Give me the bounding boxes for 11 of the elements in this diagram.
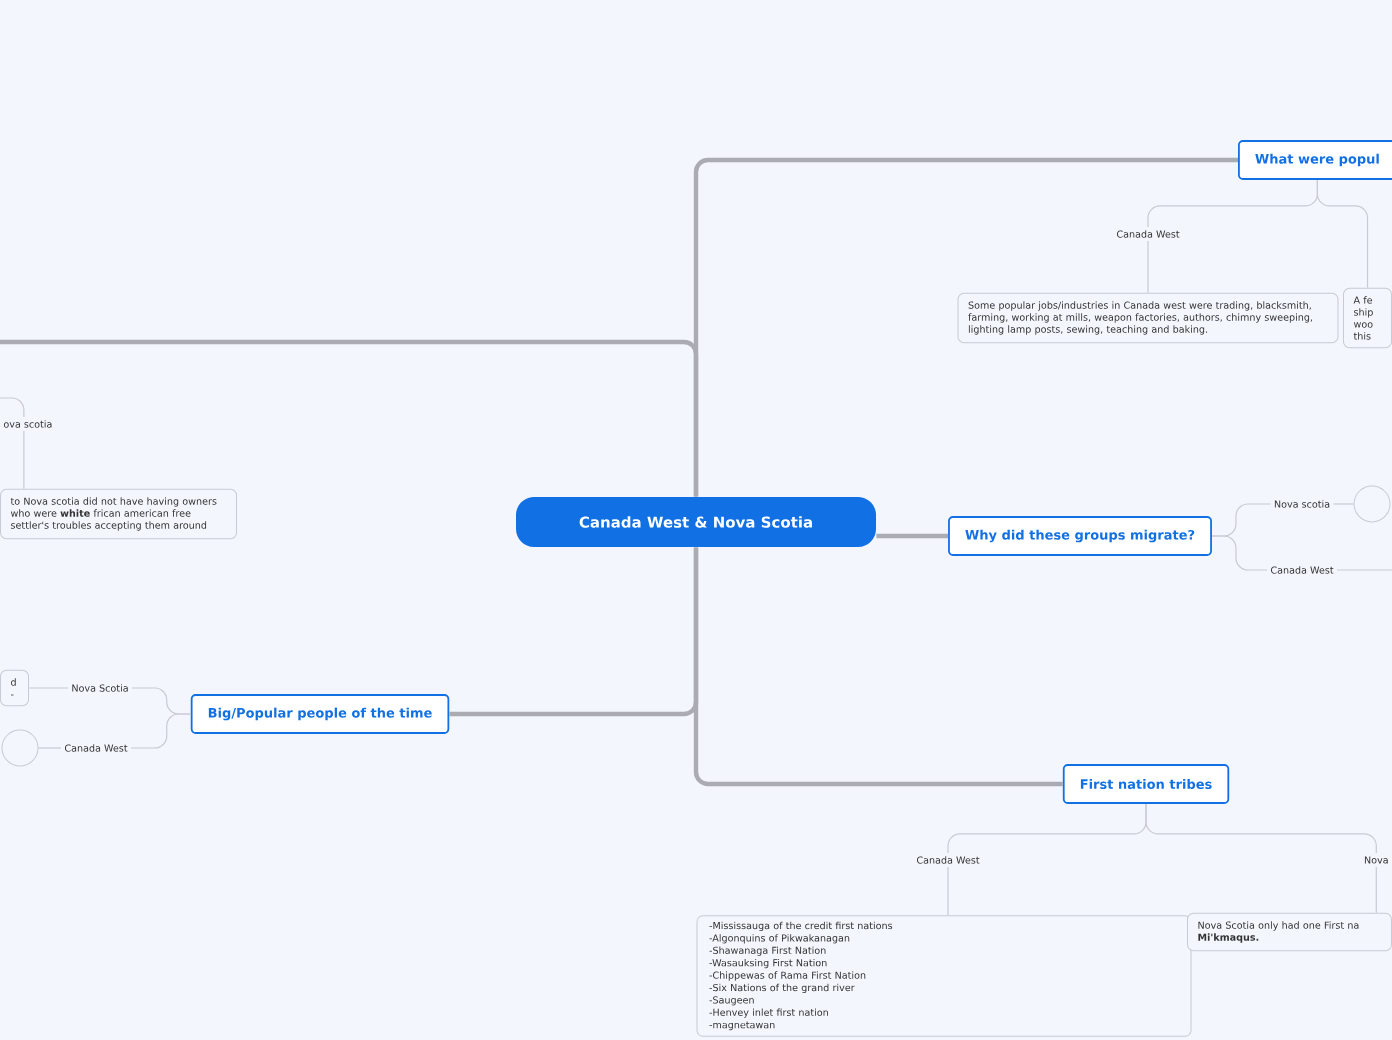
connector	[130, 713, 192, 749]
connector	[876, 533, 949, 539]
empty-circle	[1, 729, 39, 767]
connector	[1145, 803, 1377, 854]
connector	[1211, 535, 1268, 571]
connector	[1375, 866, 1377, 914]
empty-circle	[1353, 485, 1391, 523]
connector	[0, 397, 25, 418]
connector	[0, 339, 699, 497]
connector	[449, 547, 699, 717]
connector	[1316, 179, 1369, 289]
